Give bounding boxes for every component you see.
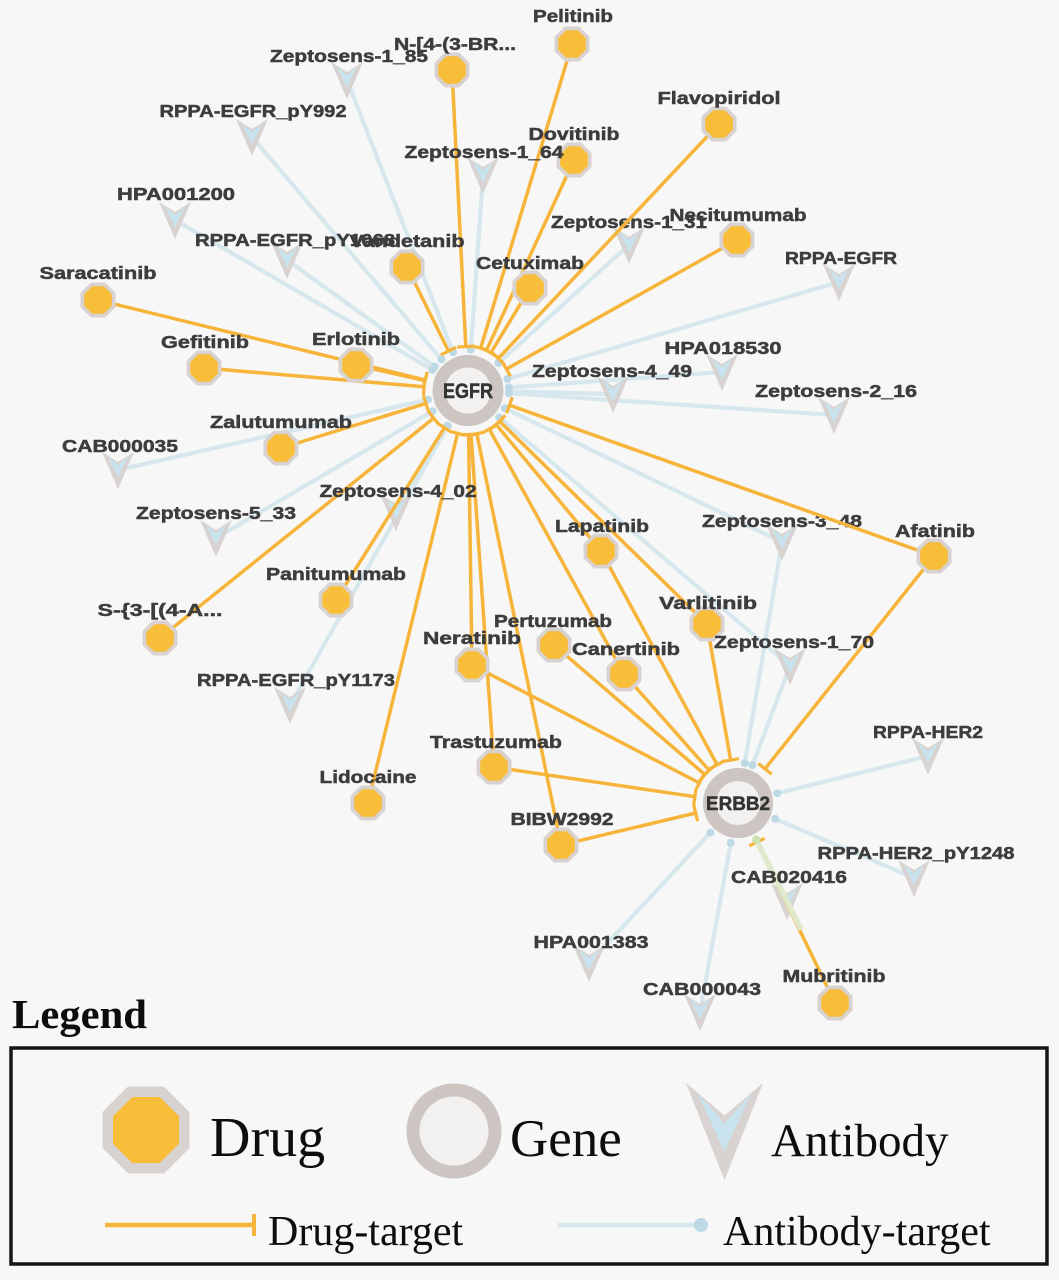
svg-text:Mubritinib: Mubritinib — [783, 966, 886, 986]
svg-text:Zeptosens-1_31: Zeptosens-1_31 — [551, 212, 707, 232]
svg-text:Zeptosens-4_49: Zeptosens-4_49 — [532, 361, 692, 381]
svg-text:BIBW2992: BIBW2992 — [511, 809, 614, 829]
svg-text:Panitumumab: Panitumumab — [266, 564, 406, 584]
svg-text:Necitumumab: Necitumumab — [670, 205, 807, 225]
svg-text:Varlitinib: Varlitinib — [659, 593, 757, 613]
svg-text:Zeptosens-1_70: Zeptosens-1_70 — [714, 632, 874, 652]
svg-text:CAB000035: CAB000035 — [62, 436, 178, 456]
svg-text:Pelitinib: Pelitinib — [533, 6, 613, 26]
svg-text:ERBB2: ERBB2 — [706, 794, 770, 815]
svg-text:CAB020416: CAB020416 — [731, 867, 847, 887]
svg-text:Zeptosens-1_64: Zeptosens-1_64 — [405, 142, 564, 162]
svg-text:Vandetanib: Vandetanib — [350, 231, 465, 251]
svg-text:HPA018530: HPA018530 — [665, 338, 782, 358]
svg-text:RPPA-HER2: RPPA-HER2 — [873, 722, 983, 742]
svg-text:Drug: Drug — [210, 1107, 325, 1169]
svg-text:Antibody-target: Antibody-target — [723, 1209, 991, 1255]
svg-text:Zeptosens-1_85: Zeptosens-1_85 — [270, 46, 428, 66]
svg-text:Canertinib: Canertinib — [572, 639, 680, 659]
svg-text:RPPA-EGFR_pY1173: RPPA-EGFR_pY1173 — [197, 670, 395, 690]
svg-text:HPA001200: HPA001200 — [117, 184, 235, 204]
svg-text:Antibody: Antibody — [771, 1115, 949, 1167]
svg-text:Zeptosens-4_02: Zeptosens-4_02 — [320, 481, 477, 501]
svg-text:CAB000043: CAB000043 — [643, 979, 761, 999]
svg-text:EGFR: EGFR — [443, 380, 493, 403]
svg-text:Neratinib: Neratinib — [423, 628, 521, 648]
svg-text:Pertuzumab: Pertuzumab — [494, 611, 612, 631]
svg-text:Afatinib: Afatinib — [895, 521, 975, 541]
svg-text:Dovitinib: Dovitinib — [529, 124, 620, 144]
svg-text:Zeptosens-2_16: Zeptosens-2_16 — [755, 381, 917, 401]
svg-text:S-{3-[(4-A...: S-{3-[(4-A... — [98, 600, 223, 620]
svg-text:RPPA-EGFR_pY992: RPPA-EGFR_pY992 — [160, 101, 347, 121]
svg-text:RPPA-HER2_pY1248: RPPA-HER2_pY1248 — [818, 843, 1015, 863]
svg-text:Zeptosens-5_33: Zeptosens-5_33 — [136, 503, 296, 523]
svg-text:Flavopiridol: Flavopiridol — [658, 88, 781, 108]
svg-text:Lapatinib: Lapatinib — [555, 516, 649, 536]
svg-text:HPA001383: HPA001383 — [534, 932, 649, 952]
svg-text:Legend: Legend — [12, 991, 147, 1037]
svg-text:RPPA-EGFR_pY1068: RPPA-EGFR_pY1068 — [195, 230, 395, 250]
svg-text:N-[4-(3-BR...: N-[4-(3-BR... — [394, 34, 516, 54]
svg-text:Drug-target: Drug-target — [268, 1209, 463, 1255]
svg-text:RPPA-EGFR: RPPA-EGFR — [785, 248, 897, 268]
svg-text:Cetuximab: Cetuximab — [476, 253, 584, 273]
svg-text:Saracatinib: Saracatinib — [40, 263, 157, 283]
svg-text:Lidocaine: Lidocaine — [320, 767, 417, 787]
svg-text:Erlotinib: Erlotinib — [312, 329, 400, 349]
svg-text:Gene: Gene — [510, 1110, 622, 1168]
svg-text:Gefitinib: Gefitinib — [161, 332, 249, 352]
svg-text:Trastuzumab: Trastuzumab — [430, 732, 562, 752]
svg-text:Zalutumumab: Zalutumumab — [210, 412, 352, 432]
